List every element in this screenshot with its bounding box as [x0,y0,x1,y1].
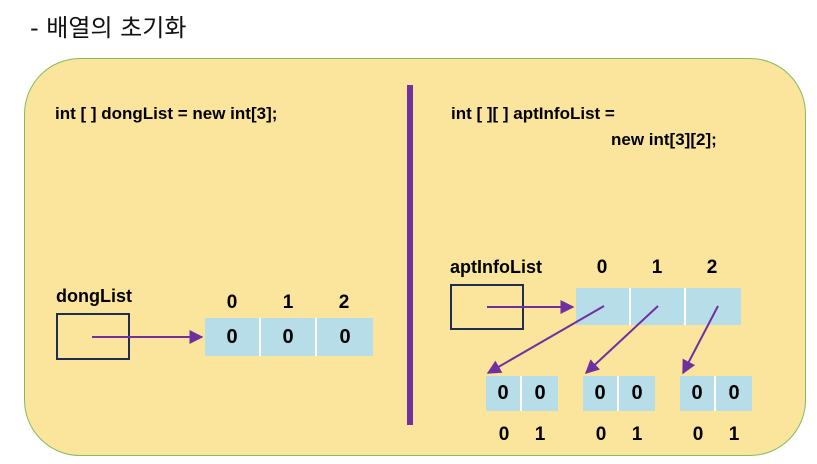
inner-array-0-cell-0: 0 [486,376,522,411]
inner-array-1-index-0: 0 [595,424,607,445]
aptinfolist-outer-array [576,288,741,325]
donglist-index-0: 0 [226,292,238,313]
donglist-code: int [ ] dongList = new int[3]; [55,104,278,123]
aptinfolist-code-line-1: int [ ][ ] aptInfoList = [451,104,615,123]
inner-array-2-index-0: 0 [692,424,704,445]
inner-array-2-cell-1: 0 [716,376,752,411]
donglist-cell-0: 0 [205,318,261,356]
inner-array-2: 0 0 [680,376,752,411]
donglist-index-1: 1 [282,292,294,313]
inner-array-2-index-1: 1 [728,424,740,445]
aptinfolist-label: aptInfoList [450,257,542,277]
inner-array-0-cell-1: 0 [522,376,558,411]
inner-array-1-index-1: 1 [631,424,643,445]
donglist-label: dongList [56,286,132,306]
inner-array-0: 0 0 [486,376,558,411]
center-divider [407,85,413,425]
aptinfolist-index-0: 0 [596,257,608,278]
aptinfolist-outer-cell-1 [631,288,686,325]
inner-array-1-cell-1: 0 [619,376,655,411]
donglist-index-2: 2 [338,292,350,313]
aptinfolist-outer-cell-2 [686,288,741,325]
outer-cell-0-arrow [486,305,605,374]
inner-array-1-cell-0: 0 [583,376,619,411]
donglist-cell-2: 0 [317,318,373,356]
inner-array-2-cell-0: 0 [680,376,716,411]
inner-array-0-index-1: 1 [534,424,546,445]
aptinfolist-code-line-2: new int[3][2]; [611,130,717,149]
aptinfolist-index-1: 1 [651,257,663,278]
outer-cell-2-arrow [682,305,719,375]
inner-array-0-index-0: 0 [498,424,510,445]
donglist-cell-1: 0 [261,318,317,356]
page-heading: - 배열의 초기화 [30,14,187,42]
aptinfolist-index-2: 2 [706,257,718,278]
donglist-array: 0 0 0 [205,318,373,356]
inner-array-1: 0 0 [583,376,655,411]
diagram-panel [24,58,806,456]
outer-cell-1-arrow [584,305,659,374]
